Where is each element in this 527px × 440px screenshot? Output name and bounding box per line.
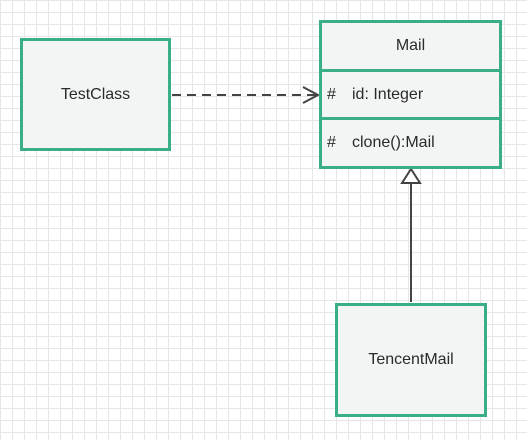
open-arrowhead-icon — [302, 86, 321, 104]
visibility-marker: # — [327, 85, 336, 103]
class-name: TencentMail — [368, 351, 454, 368]
dependency-connector[interactable] — [172, 86, 321, 104]
class-box-tencentmail[interactable]: TencentMail — [335, 303, 487, 417]
visibility-marker: # — [327, 134, 336, 152]
operation-text: clone():Mail — [352, 134, 435, 152]
class-box-mail[interactable]: Mail # id: Integer # clone():Mail — [319, 20, 502, 169]
attribute-compartment: # id: Integer — [322, 68, 499, 118]
hollow-triangle-arrowhead-icon — [400, 167, 422, 184]
operation-compartment: # clone():Mail — [322, 117, 499, 166]
class-name: Mail — [395, 36, 426, 54]
generalization-connector[interactable] — [400, 167, 422, 302]
attribute-text: id: Integer — [352, 85, 424, 103]
class-box-testclass[interactable]: TestClass — [20, 38, 171, 151]
class-name-compartment: Mail — [322, 23, 499, 69]
class-name: TestClass — [60, 85, 131, 103]
